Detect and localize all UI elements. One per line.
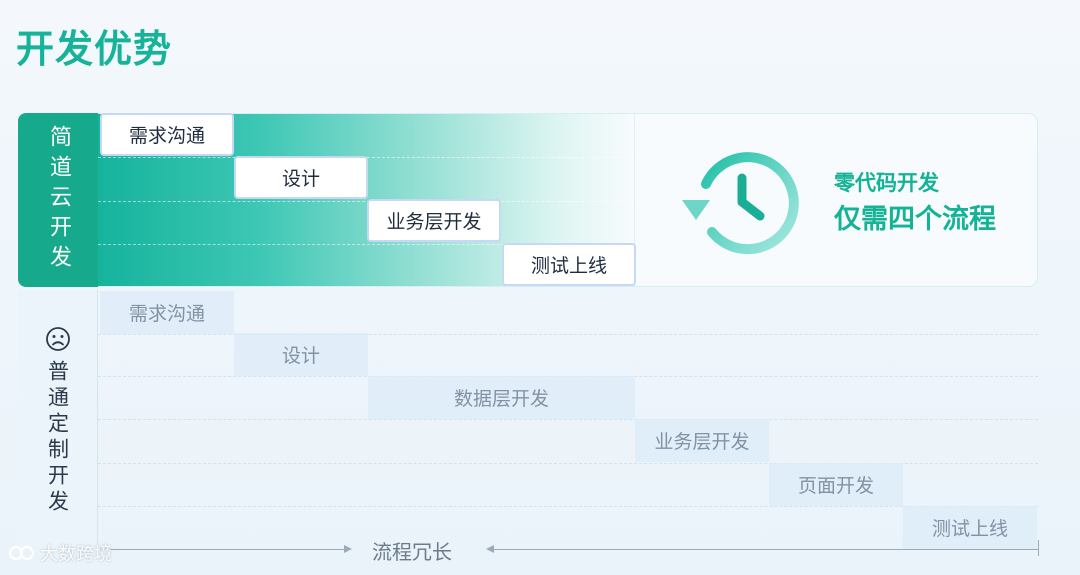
custom-task-test-launch: 测试上线 xyxy=(903,506,1037,549)
watermark: 大数跨境 xyxy=(8,540,112,566)
row-divider xyxy=(98,244,634,245)
jiandao-task-design: 设计 xyxy=(234,156,368,199)
custom-label-panel: 普通定制开发 xyxy=(18,290,98,552)
page-title: 开发优势 xyxy=(16,27,173,71)
jiandao-task-test-launch: 测试上线 xyxy=(502,243,636,286)
axis-end-tick xyxy=(1038,540,1039,556)
jiandao-label: 简道云开发 xyxy=(46,125,71,275)
axis-arrow-left xyxy=(486,545,494,553)
row-divider xyxy=(98,506,1038,507)
watermark-logo-icon xyxy=(9,546,34,560)
axis-arrow-right xyxy=(344,545,352,553)
duration-axis-label: 流程冗长 xyxy=(372,540,452,564)
row-divider xyxy=(98,463,1038,464)
duration-axis-right xyxy=(494,549,1038,550)
sad-face-icon xyxy=(45,327,70,351)
row-divider xyxy=(98,419,1038,420)
panel-divider xyxy=(634,114,635,286)
jiandao-label-panel: 简道云开发 xyxy=(18,113,98,287)
custom-label: 普通定制开发 xyxy=(45,360,70,516)
duration-axis-left xyxy=(98,549,346,550)
promo-four-steps: 仅需四个流程 xyxy=(834,204,996,235)
clock-history-icon xyxy=(682,152,799,255)
custom-task-page-dev: 页面开发 xyxy=(769,463,903,506)
promo-zero-code: 零代码开发 xyxy=(834,171,939,195)
custom-task-design: 设计 xyxy=(234,333,368,376)
jiandao-task-requirements: 需求沟通 xyxy=(100,113,234,156)
row-divider xyxy=(98,201,634,202)
jiandao-task-business-layer: 业务层开发 xyxy=(367,199,501,242)
row-divider xyxy=(98,334,1038,335)
custom-task-business-layer: 业务层开发 xyxy=(635,419,769,462)
custom-task-requirements: 需求沟通 xyxy=(100,291,234,334)
custom-task-data-layer: 数据层开发 xyxy=(368,376,635,419)
watermark-text: 大数跨境 xyxy=(40,544,112,565)
